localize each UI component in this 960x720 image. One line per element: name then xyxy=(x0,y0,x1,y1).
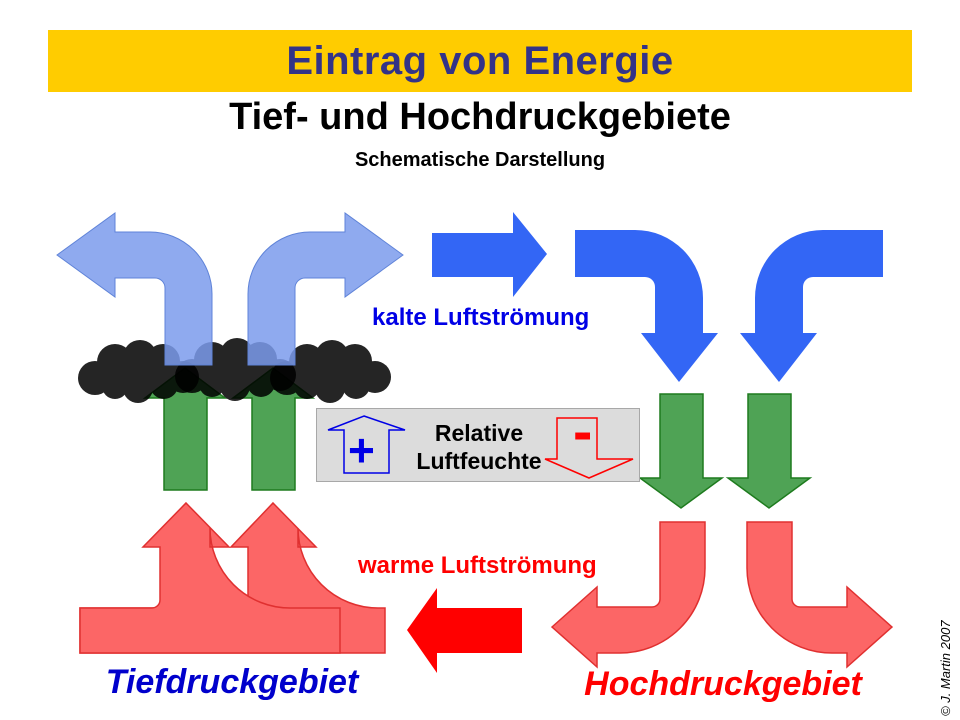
humidity-label-line1: Relative xyxy=(434,420,524,446)
label-low-pressure-area: Tiefdruckgebiet xyxy=(105,663,359,701)
warm-outflow-left-arrow-icon xyxy=(550,521,706,669)
humidity-label: Relative Luftfeuchte xyxy=(409,419,549,475)
copyright-notice: © J. Martin 2007 xyxy=(938,620,953,716)
warm-inflow-left-arrow-icon xyxy=(79,501,341,654)
label-warm-airflow: warme Luftströmung xyxy=(358,552,597,579)
humidity-minus-sign: - xyxy=(573,399,593,464)
cold-outflow-left-arrow-icon xyxy=(56,212,213,366)
humidity-legend-box: + - Relative Luftfeuchte xyxy=(316,399,640,482)
cold-descent-left-arrow-icon xyxy=(575,230,718,382)
label-cold-airflow: kalte Luftströmung xyxy=(372,304,590,331)
label-high-pressure-area: Hochdruckgebiet xyxy=(584,665,862,703)
page-title: Tief- und Hochdruckgebiete xyxy=(229,96,731,138)
humidity-plus-sign: + xyxy=(348,424,375,476)
banner-title: Eintrag von Energie xyxy=(286,38,674,83)
cold-descent-right-arrow-icon xyxy=(740,230,883,382)
humidity-down-arrow-icon xyxy=(544,417,634,479)
humidity-up-arrow-icon xyxy=(327,415,406,474)
humidity-label-line2: Luftfeuchte xyxy=(416,448,542,474)
warm-flow-straight-arrow-icon xyxy=(407,588,522,673)
page-subtitle: Schematische Darstellung xyxy=(354,149,606,171)
warm-outflow-right-arrow-icon xyxy=(746,521,894,669)
humidity-arrows xyxy=(327,415,634,479)
sinking-air-right-arrow-icon xyxy=(725,393,813,509)
cold-flow-straight-arrow-icon xyxy=(432,212,547,297)
sinking-air-left-arrow-icon xyxy=(637,393,725,509)
banner: Eintrag von Energie xyxy=(48,30,912,92)
cold-outflow-right-arrow-icon xyxy=(247,212,404,366)
